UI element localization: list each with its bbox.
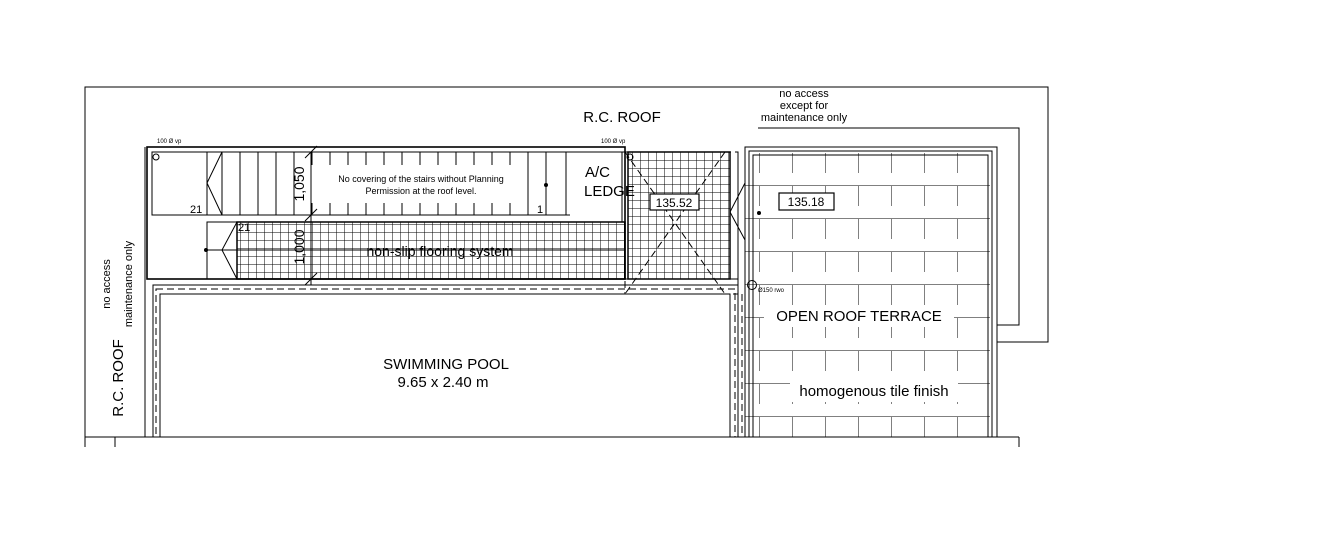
vent-pipe-right-label: 100 Ø vp <box>601 139 626 145</box>
rc-roof-left-label: R.C. ROOF <box>110 339 127 417</box>
tile-finish-label: homogenous tile finish <box>799 383 948 400</box>
rainwater-outlet-label: Ø150 rwo <box>758 288 785 294</box>
no-access-left-line-2: maintenance only <box>123 240 135 327</box>
stair-dimension-label: 1,050 <box>291 166 307 201</box>
pool-size: 9.65 x 2.40 m <box>398 374 489 391</box>
open-roof-terrace-label: OPEN ROOF TERRACE <box>776 308 942 325</box>
non-slip-flooring-area-right <box>627 151 731 280</box>
stair-start-dot <box>204 248 208 252</box>
level-marker-dot <box>757 211 761 215</box>
ac-ledge-label-line-1: A/C <box>585 164 610 181</box>
vent-pipe-left-label: 100 Ø vp <box>157 139 182 145</box>
pool-title: SWIMMING POOL <box>383 356 509 373</box>
non-slip-flooring-area <box>236 221 626 280</box>
stairs-note-line-2: Permission at the roof level. <box>365 186 476 196</box>
level-box-135-18 <box>778 192 835 211</box>
step-number-21-a: 21 <box>190 204 202 216</box>
no-access-top-line-3: maintenance only <box>761 112 848 124</box>
rainwater-outlet-icon <box>747 280 757 290</box>
swimming-pool <box>152 284 739 438</box>
step-number-1: 1 <box>537 204 543 216</box>
stairs-note-backdrop <box>310 165 522 203</box>
landing-dimension-label: 1,000 <box>291 229 307 264</box>
non-slip-flooring-label: non-slip flooring system <box>366 243 513 259</box>
stairs-note-line-1: No covering of the stairs without Planni… <box>338 174 504 184</box>
level-label-135-18: 135.18 <box>788 195 825 209</box>
level-box-135-52 <box>649 193 700 211</box>
dimension-lines <box>304 145 318 286</box>
stair-end-dot <box>544 183 548 187</box>
level-label-135-52: 135.52 <box>656 196 693 210</box>
rc-roof-top-label: R.C. ROOF <box>583 109 661 126</box>
no-access-left-line-1: no access <box>101 259 113 309</box>
no-access-top-line-1: no access <box>779 88 829 100</box>
step-number-21-b: 21 <box>238 222 250 234</box>
vent-pipe-left-icon <box>152 153 160 161</box>
vent-pipe-right-icon <box>626 153 634 161</box>
no-access-top-line-2: except for <box>780 100 829 112</box>
ac-ledge-label-line-2: LEDGE <box>584 183 635 200</box>
